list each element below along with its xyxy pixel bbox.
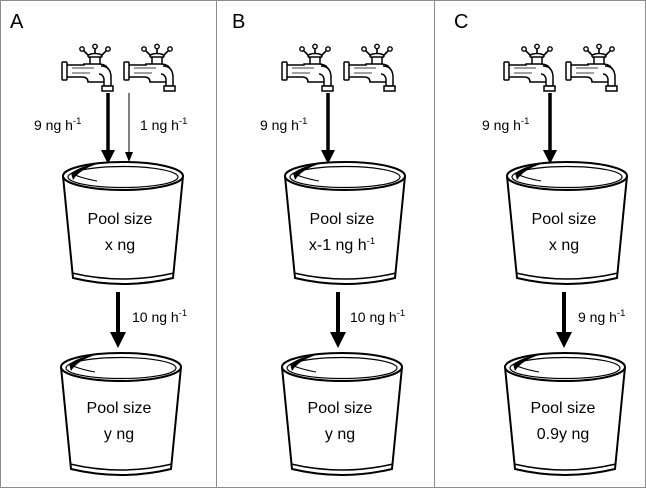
inflow-arrowhead xyxy=(543,150,557,164)
faucet-icon xyxy=(343,43,396,92)
panel-b: B 9 ng h-1 Pool size x-1 ng h-1 10 ng h-… xyxy=(232,11,406,476)
panel-letter: B xyxy=(232,11,245,33)
pool-label: Pool size xyxy=(310,211,375,228)
panel-letter: C xyxy=(454,11,468,33)
inflow-arrowhead xyxy=(125,152,133,162)
inflow-label: 9 ng h-1 xyxy=(482,116,529,133)
inflow-label: 1 ng h-1 xyxy=(140,116,187,133)
faucet-icon xyxy=(281,43,334,92)
pool-value: y ng xyxy=(104,426,134,443)
transfer-label: 10 ng h-1 xyxy=(132,308,187,325)
pool-label: Pool size xyxy=(308,400,373,417)
inflow-arrowhead xyxy=(101,150,115,164)
faucet-icon xyxy=(565,43,618,92)
pool-value: y ng xyxy=(325,426,355,443)
inflow-arrowhead xyxy=(321,150,335,164)
pool-label: Pool size xyxy=(87,400,152,417)
transfer-label: 9 ng h-1 xyxy=(578,308,625,325)
pool-value: x ng xyxy=(549,237,579,254)
transfer-arrowhead xyxy=(556,332,572,348)
transfer-arrowhead xyxy=(330,332,346,348)
pool-value: 0.9y ng xyxy=(537,426,589,443)
faucet-icon xyxy=(61,43,114,92)
pool-value: x-1 ng h-1 xyxy=(309,236,375,254)
panel-a: A 9 ng h-1 1 ng h-1 Pool size x ng 10 ng… xyxy=(10,11,187,476)
pool-label: Pool size xyxy=(532,211,597,228)
pool-label: Pool size xyxy=(88,211,153,228)
panel-c: C 9 ng h-1 Pool size x ng 9 ng h-1 Pool … xyxy=(454,11,628,476)
inflow-label: 9 ng h-1 xyxy=(34,116,81,133)
pool-label: Pool size xyxy=(531,400,596,417)
transfer-arrowhead xyxy=(110,332,126,348)
faucet-icon xyxy=(503,43,556,92)
panel-letter: A xyxy=(10,11,24,33)
faucet-icon xyxy=(123,43,176,92)
transfer-label: 10 ng h-1 xyxy=(350,308,405,325)
pool-value: x ng xyxy=(105,237,135,254)
inflow-label: 9 ng h-1 xyxy=(260,116,307,133)
